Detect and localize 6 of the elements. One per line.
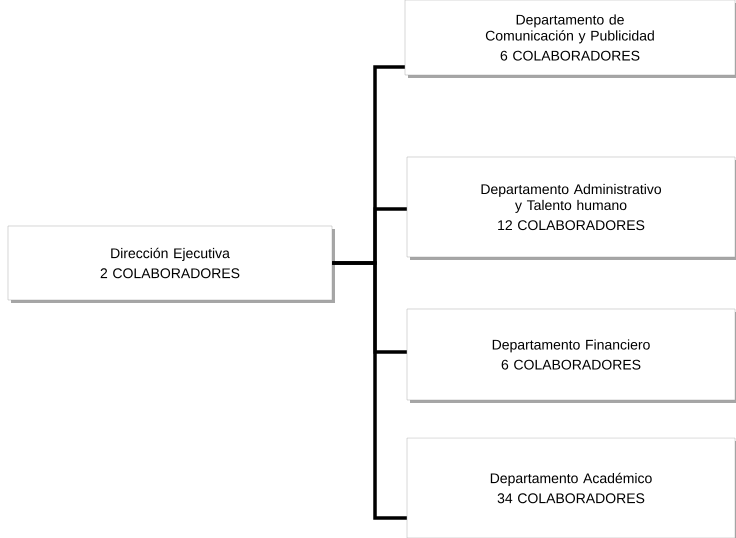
org-box: Departamento Administrativo y Talento humano 12 COLABORADORES (406, 156, 736, 260)
org-box: Dirección Ejecutiva 2 COLABORADORES (8, 226, 335, 303)
org-box: Departamento de Comunicación y Publicidad 6 COLABORADORES (404, 0, 736, 78)
connector-line (332, 261, 407, 520)
org-box: Departamento Académico 34 COLABORADORES (406, 438, 736, 538)
org-box: Departamento Financiero 6 COLABORADORES (406, 308, 736, 403)
